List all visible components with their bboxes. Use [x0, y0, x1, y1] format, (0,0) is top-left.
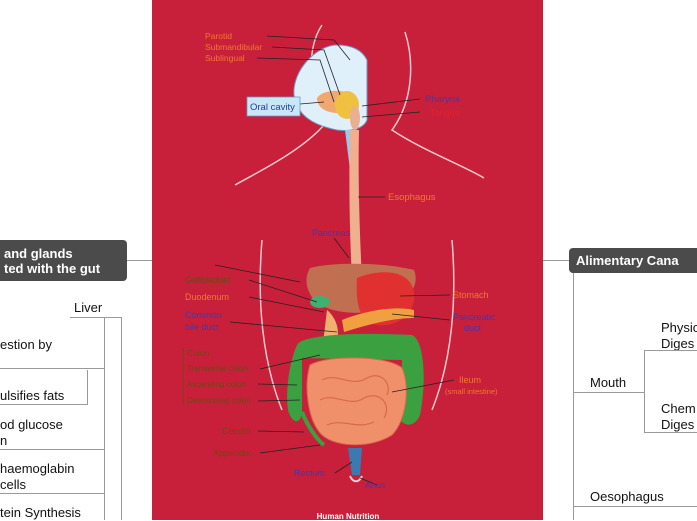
rectum-shape	[348, 448, 362, 475]
liver-item-5[interactable]: tein Synthesis	[0, 505, 81, 520]
oesophagus-underline	[573, 506, 697, 507]
right-branch-node[interactable]: Alimentary Cana	[569, 248, 697, 273]
pharynx-shape	[350, 106, 360, 130]
label-pharynx: Pharynx	[425, 94, 460, 105]
liver-item-2[interactable]: ulsifies fats	[0, 388, 65, 403]
diagram-caption: Human Nutrition	[317, 512, 380, 520]
liver-vertical	[121, 317, 122, 520]
left-branch-title-line1: and glands	[4, 246, 73, 261]
liver-item-1-line1: estion by	[0, 337, 53, 352]
liver-item-3[interactable]: od glucose n	[0, 417, 63, 449]
right-connector	[543, 260, 569, 261]
liver-item-1[interactable]: estion by	[0, 337, 52, 353]
esophagus-tube	[349, 130, 362, 280]
physical-digestion-label[interactable]: Physic Diges	[661, 320, 697, 352]
left-branch-node[interactable]: and glands ted with the gut	[0, 240, 127, 281]
chemical-digestion-label[interactable]: Chem Diges	[661, 401, 696, 433]
small-intestine-folds	[319, 375, 389, 426]
physical-digestion-underline	[644, 350, 697, 351]
left-branch-title-line2: ted with the gut	[4, 261, 101, 276]
liver-item-4[interactable]: haemoglabin cells	[0, 461, 74, 493]
label-colon: Colon	[187, 348, 209, 358]
liver-item-2-underline	[0, 404, 88, 405]
physical-digestion-line1: Physic	[661, 320, 697, 335]
oesophagus-label[interactable]: Oesophagus	[590, 489, 664, 504]
chemical-digestion-line1: Chem	[661, 401, 696, 416]
liver-item-3-underline	[0, 449, 104, 450]
label-common-bile-duct-2: bile duct	[185, 322, 219, 332]
gallbladder-shape	[310, 296, 330, 308]
label-pancreas: Pancreas	[312, 228, 351, 238]
label-anus: Anus	[365, 480, 386, 490]
physical-digestion-line2: Diges	[661, 336, 695, 351]
colon-shape	[287, 333, 424, 425]
label-ascending-colon: Ascending colon	[187, 380, 246, 389]
label-ileum: Ileum	[459, 375, 481, 385]
liver-label[interactable]: Liver	[74, 300, 103, 315]
chemical-digestion-line2: Diges	[661, 417, 695, 432]
liver-item-4-line1: haemoglabin	[0, 461, 75, 476]
mouth-children-vertical	[644, 350, 645, 432]
label-appendix: Appendix	[213, 448, 251, 458]
label-parotid: Parotid	[205, 31, 232, 41]
label-gallbladder: Gallbladder	[185, 275, 231, 285]
liver-item-1-underline	[0, 368, 104, 369]
label-tongue: Tongue	[430, 108, 460, 118]
leader-lines	[214, 35, 455, 486]
label-esophagus: Esophagus	[388, 192, 436, 203]
mouth-label[interactable]: Mouth	[590, 375, 627, 390]
anus-shape	[349, 475, 363, 483]
label-common-bile-duct-1: Common	[185, 310, 222, 320]
label-oral-cavity: Oral cavity	[250, 102, 295, 113]
liver-underline	[70, 317, 122, 318]
appendix-shape	[300, 411, 326, 447]
chemical-digestion-underline	[644, 432, 697, 433]
label-sublingual: Sublingual	[205, 53, 245, 63]
label-duodenum: Duodenum	[185, 292, 229, 302]
right-vertical	[573, 273, 574, 520]
liver-children-vertical	[104, 317, 105, 520]
label-cecum: Cecum	[222, 426, 251, 436]
digestive-system-diagram[interactable]: Parotid Submandibular Sublingual Oral ca…	[152, 0, 543, 520]
mouth-underline	[573, 392, 644, 393]
label-small-intestine: (small intestine)	[445, 387, 498, 396]
liver-item-4-line2: cells	[0, 477, 27, 492]
label-rectum: Rectum	[294, 468, 325, 478]
label-pancreatic-duct-1: Pancreatic	[453, 312, 496, 322]
liver-item-4-underline	[0, 493, 104, 494]
label-stomach: Stomach	[453, 290, 489, 300]
label-pancreatic-duct-2: duct	[464, 323, 482, 333]
liver-item-3-line1: od glucose	[0, 417, 63, 432]
oral-cavity-box	[246, 96, 301, 117]
label-transverse-colon: Transverse colon	[187, 364, 248, 373]
liver-item-2-box-right	[87, 370, 88, 405]
liver-item-3-line2: n	[0, 433, 8, 448]
label-descending-colon: Descending colon	[187, 396, 251, 405]
right-branch-title: Alimentary Cana	[576, 253, 679, 268]
left-connector	[127, 260, 152, 261]
label-submandibular: Submandibular	[205, 42, 262, 52]
